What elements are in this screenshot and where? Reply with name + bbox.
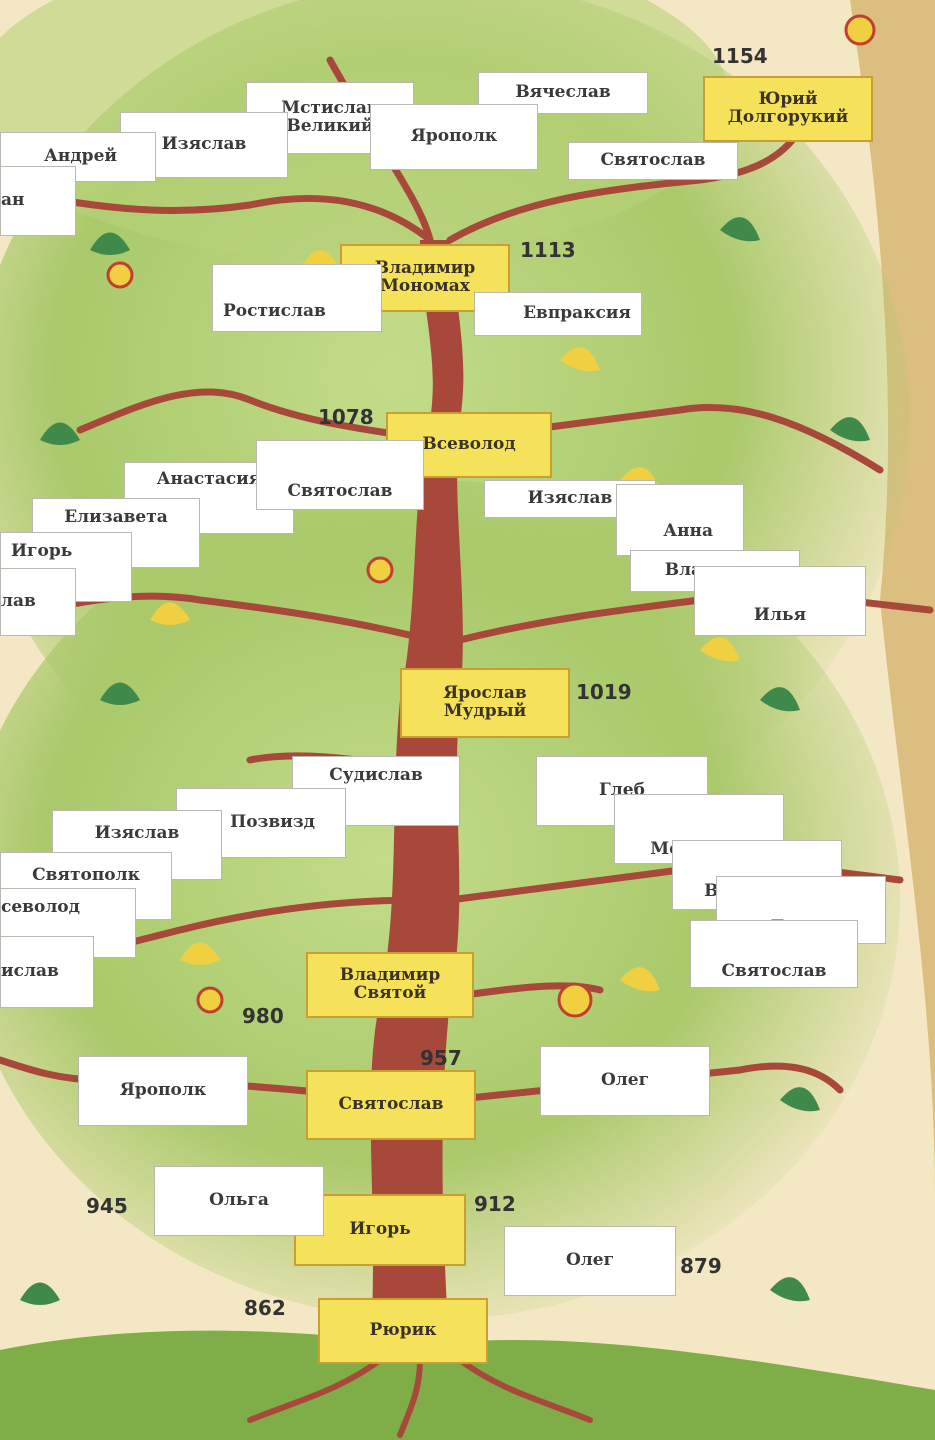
roots bbox=[247, 1357, 593, 1438]
year-1154: 1154 bbox=[712, 44, 768, 68]
node-oleg-mid: Олег bbox=[540, 1046, 710, 1116]
node-lav-cut: лав bbox=[0, 568, 76, 636]
year-912: 912 bbox=[474, 1192, 516, 1216]
node-yaropolk-top: Ярополк bbox=[370, 104, 538, 170]
node-rostislav: Ростислав bbox=[212, 264, 382, 332]
node-vladimir-svyatoy: Владимир Святой bbox=[306, 952, 474, 1018]
year-879: 879 bbox=[680, 1254, 722, 1278]
node-islav-cut: ислав bbox=[0, 936, 94, 1008]
year-1078: 1078 bbox=[318, 405, 374, 429]
node-an-cut: ан bbox=[0, 166, 76, 236]
year-1113: 1113 bbox=[520, 238, 576, 262]
node-ilya: Илья bbox=[694, 566, 866, 636]
node-olga: Ольга bbox=[154, 1166, 324, 1236]
node-svyatoslav-low: Святослав bbox=[690, 920, 858, 988]
node-yaropolk-low: Ярополк bbox=[78, 1056, 248, 1126]
node-svyatoslav-mid: Святослав bbox=[256, 440, 424, 510]
node-evpraksiya: Евпраксия bbox=[474, 292, 642, 336]
year-945: 945 bbox=[86, 1194, 128, 1218]
node-vyacheslav: Вячеслав bbox=[478, 72, 648, 114]
year-980: 980 bbox=[242, 1004, 284, 1028]
node-anna: Анна bbox=[616, 484, 744, 556]
node-svyatoslav-top: Святослав bbox=[568, 142, 738, 180]
year-957: 957 bbox=[420, 1046, 462, 1070]
ground-hill bbox=[0, 1330, 935, 1440]
node-rurik: Рюрик bbox=[318, 1298, 488, 1364]
node-andrey: Андрей bbox=[0, 132, 156, 182]
node-oleg-low: Олег bbox=[504, 1226, 676, 1296]
parchment-edge bbox=[850, 0, 935, 1200]
node-svyatoslav: Святослав bbox=[306, 1070, 476, 1140]
year-862: 862 bbox=[244, 1296, 286, 1320]
year-1019: 1019 bbox=[576, 680, 632, 704]
node-yuri-dolgorukiy: Юрий Долгорукий bbox=[703, 76, 873, 142]
node-yaroslav-mudry: Ярослав Мудрый bbox=[400, 668, 570, 738]
